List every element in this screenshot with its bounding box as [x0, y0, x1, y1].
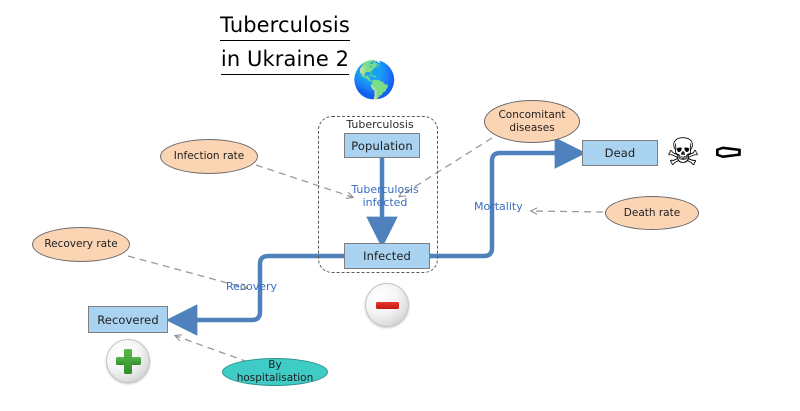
page-title: Tuberculosis in Ukraine 2	[190, 12, 380, 75]
globe-icon: 🌎	[352, 60, 397, 101]
connector-infection-rate	[255, 164, 352, 197]
flow-label-recovery: Recovery	[226, 280, 278, 293]
page-title-line-1: Tuberculosis	[220, 12, 350, 41]
coffin-icon: ⚰	[712, 132, 745, 176]
page-title-line-2: in Ukraine 2	[220, 46, 350, 75]
system-boundary-label: Tuberculosis	[346, 118, 414, 131]
flow-label-tuberculosis-infected: Tuberculosis infected	[351, 183, 419, 209]
aux-by-hospitalisation[interactable]: By hospitalisation	[222, 358, 328, 386]
aux-death-rate[interactable]: Death rate	[605, 196, 699, 230]
flow-infected-to-recovered	[165, 253, 344, 336]
flow-label-mortality: Mortality	[474, 200, 523, 213]
minus-symbol-icon	[375, 301, 399, 309]
stock-population[interactable]: Population	[344, 133, 420, 158]
stock-recovered[interactable]: Recovered	[88, 306, 168, 333]
connector-recovery-rate	[127, 255, 246, 288]
plus-badge-icon	[106, 339, 150, 383]
plus-symbol-vertical-icon	[124, 348, 132, 374]
aux-concomitant-diseases[interactable]: Concomitant diseases	[484, 100, 580, 143]
aux-infection-rate[interactable]: Infection rate	[160, 139, 258, 174]
connector-death-rate	[532, 211, 604, 212]
minus-badge-icon	[365, 283, 409, 327]
connector-concomitant-diseases	[400, 137, 493, 196]
connector-by-hospitalisation	[176, 336, 249, 363]
stock-dead[interactable]: Dead	[582, 140, 658, 166]
system-boundary	[318, 116, 438, 273]
flow-infected-to-dead	[430, 137, 587, 259]
stock-infected[interactable]: Infected	[344, 243, 430, 269]
aux-recovery-rate[interactable]: Recovery rate	[32, 227, 130, 262]
skull-crossbones-icon: ☠	[666, 130, 701, 174]
